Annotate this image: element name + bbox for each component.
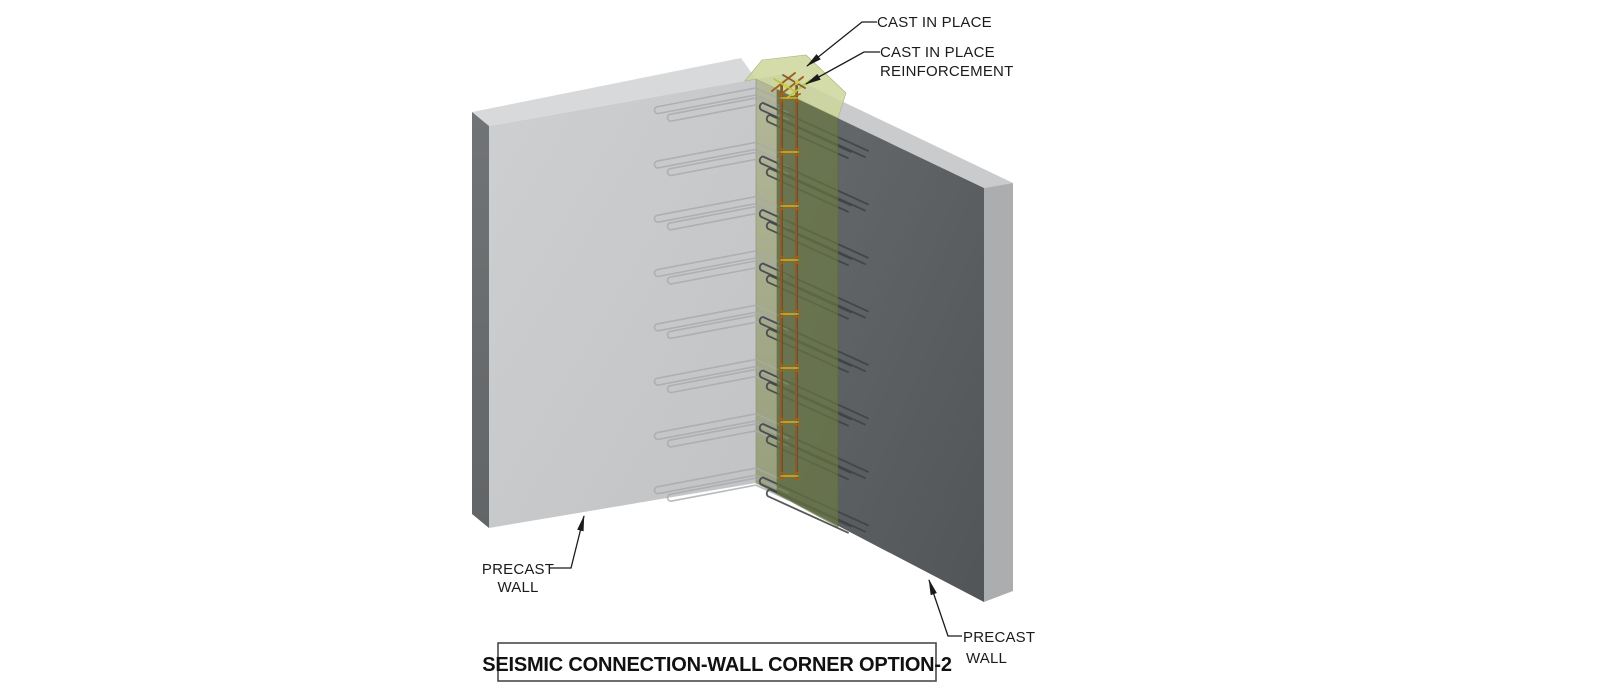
right-wall-side-face [984, 183, 1013, 602]
cip-top-reinforcement [771, 72, 811, 99]
drawing-title: SEISMIC CONNECTION-WALL CORNER OPTION-2 [482, 654, 952, 676]
title-box: SEISMIC CONNECTION-WALL CORNER OPTION-2 [482, 642, 952, 682]
label-precast-wall-left-line1: PRECAST [482, 561, 554, 578]
leader-cast-in-place [806, 21, 877, 67]
callout-labels: CAST IN PLACE CAST IN PLACE REINFORCEMEN… [482, 14, 1035, 667]
leader-cip-reinforcement [805, 51, 880, 85]
left-wall-rebar-loops [653, 87, 789, 503]
label-precast-wall-right-line1: PRECAST [963, 629, 1035, 646]
left-precast-wall [472, 58, 756, 528]
label-cip-reinforcement-line2: REINFORCEMENT [880, 63, 1013, 80]
right-wall-rebar-loops [758, 102, 869, 534]
left-wall-front-face [489, 79, 756, 528]
label-cast-in-place: CAST IN PLACE [877, 14, 992, 31]
left-wall-end-face [472, 112, 489, 528]
cip-tie-rows [778, 93, 801, 481]
label-cip-reinforcement-line1: CAST IN PLACE [880, 44, 995, 61]
leader-precast-wall-right [928, 579, 962, 637]
cip-green-strip [776, 88, 839, 528]
label-precast-wall-left-line2: WALL [497, 579, 538, 596]
leader-lines [550, 21, 962, 637]
leader-precast-wall-left [550, 515, 585, 569]
label-precast-wall-right-line2: WALL [966, 650, 1007, 667]
left-wall-top-surface [472, 58, 756, 126]
